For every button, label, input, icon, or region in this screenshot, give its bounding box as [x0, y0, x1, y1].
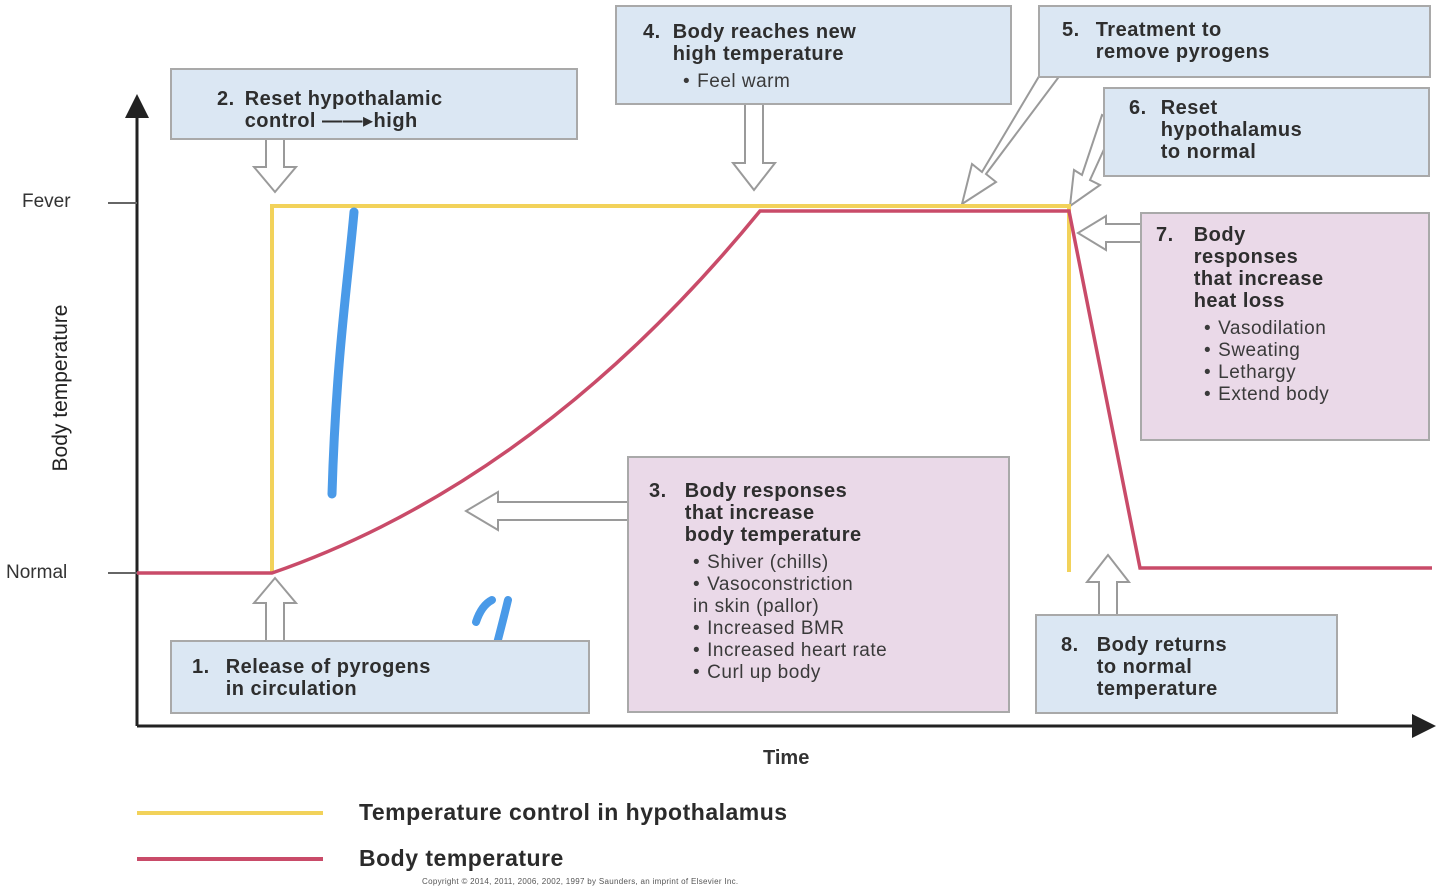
fever-label: Fever	[22, 191, 71, 212]
step-7-bullet: Vasodilation	[1204, 318, 1428, 340]
step-7-bullets: Vasodilation Sweating Lethargy Extend bo…	[1204, 318, 1428, 406]
step-7-text: Body responses that increase heat loss	[1193, 224, 1324, 312]
step-3-bullet: Increased heart rate	[693, 640, 1008, 662]
step-6-box: 6. Reset hypothalamus to normal	[1103, 87, 1430, 177]
step-7-bullet: Sweating	[1204, 340, 1428, 362]
step-4-text: Body reaches new high temperature	[672, 21, 857, 65]
step-3-bullets: Shiver (chills) Vasoconstriction in skin…	[693, 552, 1008, 684]
arrow-step2	[251, 137, 299, 194]
step-3-bullet: Increased BMR	[693, 618, 1008, 640]
pen-mark-small-a	[472, 596, 496, 626]
step-4-box: 4. Body reaches new high temperature Fee…	[615, 5, 1012, 105]
step-3-number: 3.	[649, 480, 667, 502]
legend-body-temperature: Body temperature	[137, 845, 564, 872]
step-8-box: 8. Body returns to normal temperature	[1035, 614, 1338, 714]
arrow-step5	[960, 66, 1060, 207]
copyright-notice: Copyright © 2014, 2011, 2006, 2002, 1997…	[422, 877, 739, 886]
arrow-step7	[1076, 214, 1146, 252]
step-1-number: 1.	[192, 656, 210, 678]
legend-label-hypothalamus: Temperature control in hypothalamus	[359, 799, 788, 825]
step-7-bullet: Lethargy	[1204, 362, 1428, 384]
step-3-bullet: Curl up body	[693, 662, 1008, 684]
step-5-box: 5. Treatment to remove pyrogens	[1038, 5, 1431, 78]
legend-swatch-hypothalamus	[137, 810, 323, 815]
arrow-step8	[1084, 553, 1132, 619]
step-8-text: Body returns to normal temperature	[1096, 634, 1228, 700]
step-7-bullet: Extend body	[1204, 384, 1428, 406]
normal-label: Normal	[6, 562, 68, 583]
legend-swatch-body	[137, 856, 323, 861]
arrow-step3	[464, 490, 633, 532]
step-5-number: 5.	[1062, 19, 1080, 41]
step-3-box: 3. Body responses that increase body tem…	[627, 456, 1010, 713]
step-8-number: 8.	[1061, 634, 1079, 656]
step-3-bullet: Shiver (chills)	[693, 552, 1008, 574]
step-5-text: Treatment to remove pyrogens	[1095, 19, 1270, 63]
step-2-box: 2. Reset hypothalamic control ——▸high	[170, 68, 578, 140]
step-2-number: 2.	[217, 88, 235, 110]
step-7-box: 7. Body responses that increase heat los…	[1140, 212, 1430, 441]
step-3-text: Body responses that increase body temper…	[684, 480, 862, 546]
step-6-text: Reset hypothalamus to normal	[1160, 97, 1303, 163]
step-1-box: 1. Release of pyrogens in circulation	[170, 640, 590, 714]
step-2-text: Reset hypothalamic control ——▸high	[244, 88, 443, 132]
body-temperature-line	[137, 209, 1432, 575]
hypothalamus-control-line	[270, 204, 1071, 573]
step-4-number: 4.	[643, 21, 661, 43]
arrow-step1	[251, 576, 299, 646]
step-4-bullet: Feel warm	[683, 71, 1010, 93]
y-axis-label: Body temperature	[49, 304, 72, 472]
step-3-bullet: Vasoconstriction in skin (pallor)	[693, 574, 1008, 618]
step-4-bullets: Feel warm	[683, 71, 1010, 93]
step-6-number: 6.	[1129, 97, 1147, 119]
step-1-text: Release of pyrogens in circulation	[225, 656, 431, 700]
arrow-step4	[730, 102, 778, 192]
legend-hypothalamus: Temperature control in hypothalamus	[137, 799, 788, 826]
step-7-number: 7.	[1156, 224, 1174, 246]
x-axis-label: Time	[763, 747, 810, 769]
legend-label-body: Body temperature	[359, 845, 564, 871]
pen-mark-vertical	[327, 207, 359, 499]
